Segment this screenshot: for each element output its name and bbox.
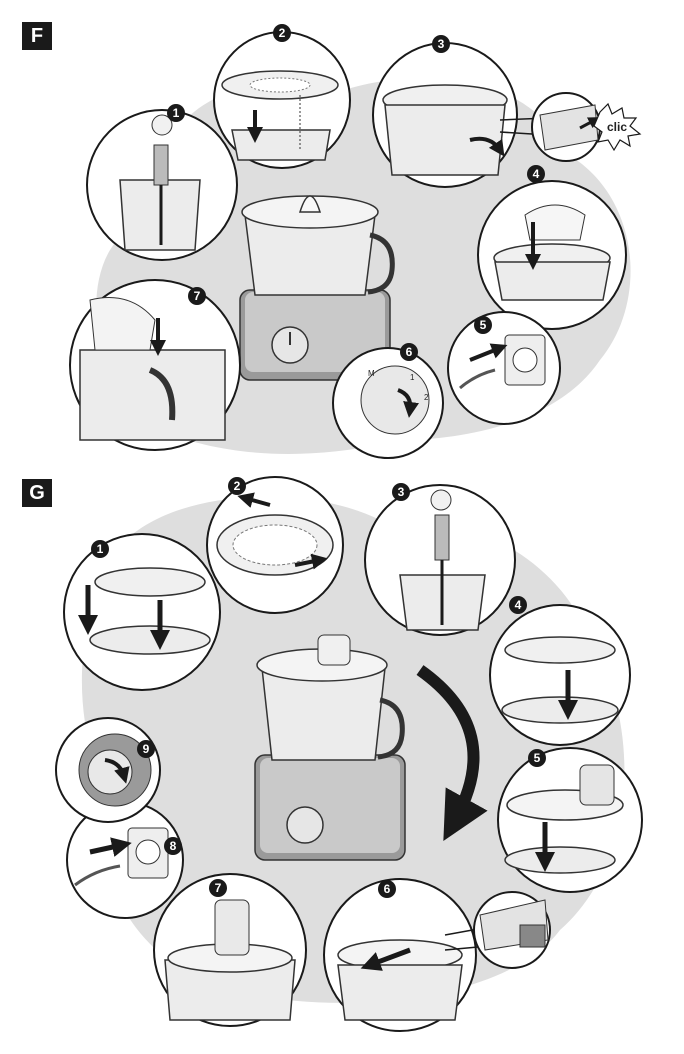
step-f4: 4 bbox=[477, 165, 627, 330]
lid-lock-inset bbox=[473, 891, 551, 969]
step-g2: 2 bbox=[206, 476, 344, 614]
step-number: 2 bbox=[279, 26, 286, 40]
step-number: 4 bbox=[533, 167, 540, 181]
step-number: 6 bbox=[384, 882, 391, 896]
step-f3: 3 bbox=[372, 35, 549, 188]
step-g9: 9 bbox=[55, 717, 161, 823]
section-g-label: G bbox=[22, 479, 52, 507]
step-g8: 8 bbox=[66, 801, 184, 919]
rotation-arrow bbox=[416, 665, 488, 841]
section-f-label: F bbox=[22, 22, 52, 50]
step-f6: M 1 2 6 bbox=[332, 343, 444, 459]
dial-label-1: 1 bbox=[410, 373, 415, 382]
step-g1: 1 bbox=[63, 533, 221, 691]
step-number: 9 bbox=[143, 742, 150, 756]
step-f5: 5 bbox=[447, 311, 561, 425]
step-number: 1 bbox=[173, 106, 180, 120]
step-number: 5 bbox=[480, 318, 487, 332]
step-g5: 5 bbox=[497, 747, 643, 893]
dial-label-m: M bbox=[368, 369, 375, 378]
step-number: 5 bbox=[534, 751, 541, 765]
step-number: 1 bbox=[97, 542, 104, 556]
food-processor-citrus bbox=[239, 195, 395, 381]
step-number: 7 bbox=[215, 881, 222, 895]
step-number: 3 bbox=[398, 485, 405, 499]
dial-label-2: 2 bbox=[424, 393, 429, 402]
step-g6: 6 bbox=[323, 878, 501, 1032]
clic-label: clic bbox=[607, 120, 627, 134]
step-f2: 2 bbox=[213, 24, 351, 169]
step-number: 7 bbox=[194, 289, 201, 303]
step-number: 4 bbox=[515, 598, 522, 612]
step-g4: 4 bbox=[489, 596, 631, 746]
step-number: 3 bbox=[438, 37, 445, 51]
step-number: 2 bbox=[234, 479, 241, 493]
food-processor-disc bbox=[254, 634, 406, 861]
step-g7: 7 bbox=[153, 873, 307, 1027]
step-f7: 7 bbox=[69, 279, 241, 451]
step-f1: 1 bbox=[86, 104, 238, 261]
step-number: 8 bbox=[170, 839, 177, 853]
clic-inset: clic bbox=[531, 92, 642, 162]
step-g3: 3 bbox=[364, 483, 516, 636]
section-g-illustration: 1 2 3 4 bbox=[55, 476, 643, 1032]
section-f-illustration: 1 2 3 cl bbox=[69, 24, 642, 459]
step-number: 6 bbox=[406, 345, 413, 359]
